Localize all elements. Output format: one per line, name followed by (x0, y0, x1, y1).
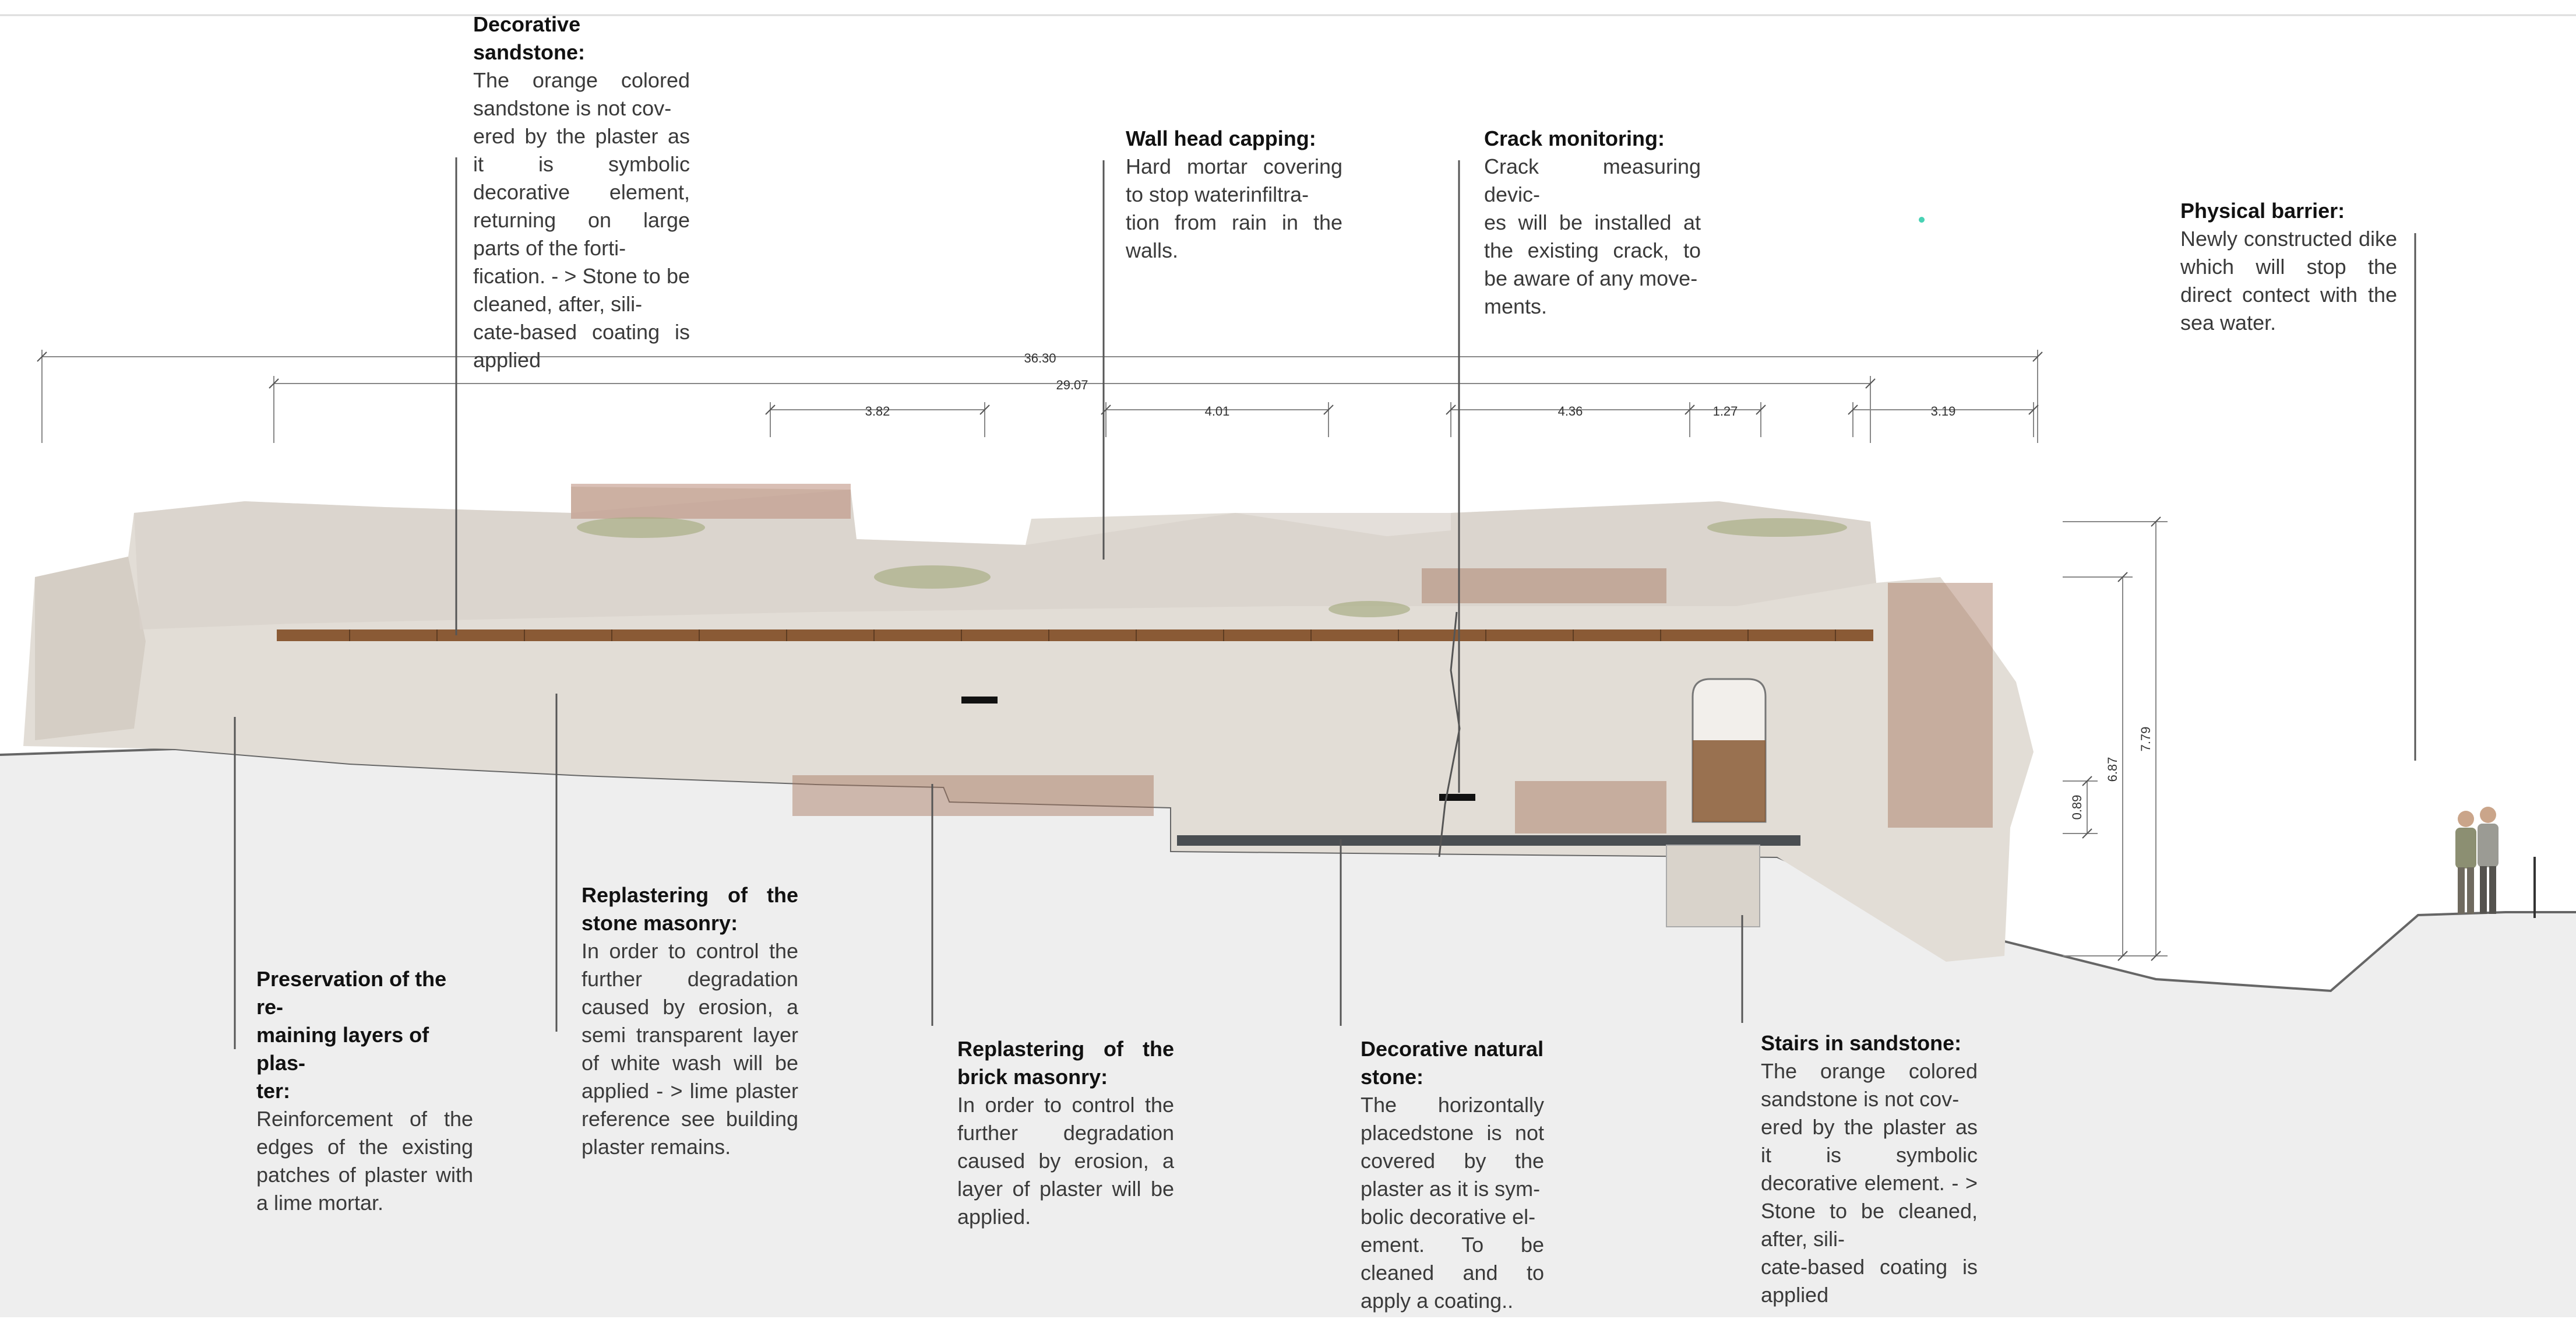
annotation-body: The orange colored sandstone is not cov-… (1761, 1059, 1978, 1307)
dim-label-29-07: 29.07 (1056, 378, 1088, 392)
annotation-title: Wall head capping: (1126, 126, 1316, 150)
marker-bar-right (1439, 794, 1475, 801)
dim-label-0-89: 0.89 (2070, 795, 2084, 820)
dim-label-1-27: 1.27 (1713, 404, 1738, 418)
annotation-title: Replastering of the brick masonry: (957, 1037, 1174, 1089)
vegetation (577, 517, 1847, 617)
annotation-preservation-plaster: Preservation of the re- maining layers o… (256, 965, 473, 1217)
annotation-decorative-sandstone: Decorative sandstone: The orange colored… (473, 10, 690, 374)
annotation-decorative-natural-stone: Decorative natural stone: The horizontal… (1361, 1035, 1544, 1315)
wall-shadow-left (35, 557, 146, 740)
dim-label-3-19: 3.19 (1931, 404, 1956, 418)
annotation-crack-monitoring: Crack monitoring: Crack measuring devic-… (1484, 125, 1701, 321)
annotation-title: Decorative natural stone: (1361, 1037, 1544, 1089)
wall-upper-ruin (134, 490, 1876, 629)
annotation-title: Decorative sandstone: (473, 12, 586, 64)
dim-label-3-82: 3.82 (865, 404, 890, 418)
dim-label-4-01: 4.01 (1205, 404, 1230, 418)
brick-masonry (792, 568, 1993, 833)
annotation-title: Physical barrier: (2180, 199, 2345, 223)
annotation-body: Crack measuring devic- es will be instal… (1484, 154, 1701, 318)
dim-label-7-79: 7.79 (2138, 727, 2153, 752)
annotation-body: Reinforcement of the edges of the existi… (256, 1107, 473, 1215)
dim-label-6-87: 6.87 (2105, 757, 2120, 782)
annotation-title: Crack monitoring: (1484, 126, 1665, 150)
annotation-wall-head-capping: Wall head capping: Hard mortar covering … (1126, 125, 1342, 265)
annotation-title: Replastering of the stone masonry: (582, 883, 798, 935)
brick-infill (1693, 740, 1766, 822)
decorative-sandstone-band (277, 629, 1873, 641)
human-figures-icon (2455, 807, 2536, 918)
annotation-title: Stairs in sandstone: (1761, 1031, 1962, 1055)
annotation-body: Newly constructed dike which will stop t… (2180, 227, 2397, 335)
leader-lines (234, 157, 2416, 1049)
wall-top-block (571, 484, 851, 519)
annotation-stairs-sandstone: Stairs in sandstone: The orange colored … (1761, 1029, 1978, 1309)
annotation-body: The orange colored sandstone is not cov-… (473, 68, 690, 372)
band-segments (349, 629, 1836, 641)
ground-section (0, 749, 2576, 1317)
annotation-body: In order to control the further degradat… (582, 939, 798, 1159)
annotation-replastering-brick: Replastering of the brick masonry: In or… (957, 1035, 1174, 1231)
annotation-body: Hard mortar covering to stop waterinfilt… (1126, 154, 1342, 262)
marker-bar-left (961, 697, 998, 704)
annotation-replastering-stone: Replastering of the stone masonry: In or… (582, 881, 798, 1161)
annotation-title: Preservation of the re- maining layers o… (256, 967, 447, 1103)
decorative-natural-stone-band (1177, 835, 1800, 846)
dim-label-4-36: 4.36 (1558, 404, 1583, 418)
dim-label-36-30: 36.30 (1024, 351, 1056, 365)
annotation-physical-barrier: Physical barrier: Newly constructed dike… (2180, 197, 2397, 337)
stairs-block (1666, 845, 1760, 927)
annotation-body: In order to control the further degradat… (957, 1093, 1174, 1229)
annotation-body: The horizontally placedstone is not cove… (1361, 1093, 1544, 1313)
teal-dot (1919, 217, 1925, 223)
